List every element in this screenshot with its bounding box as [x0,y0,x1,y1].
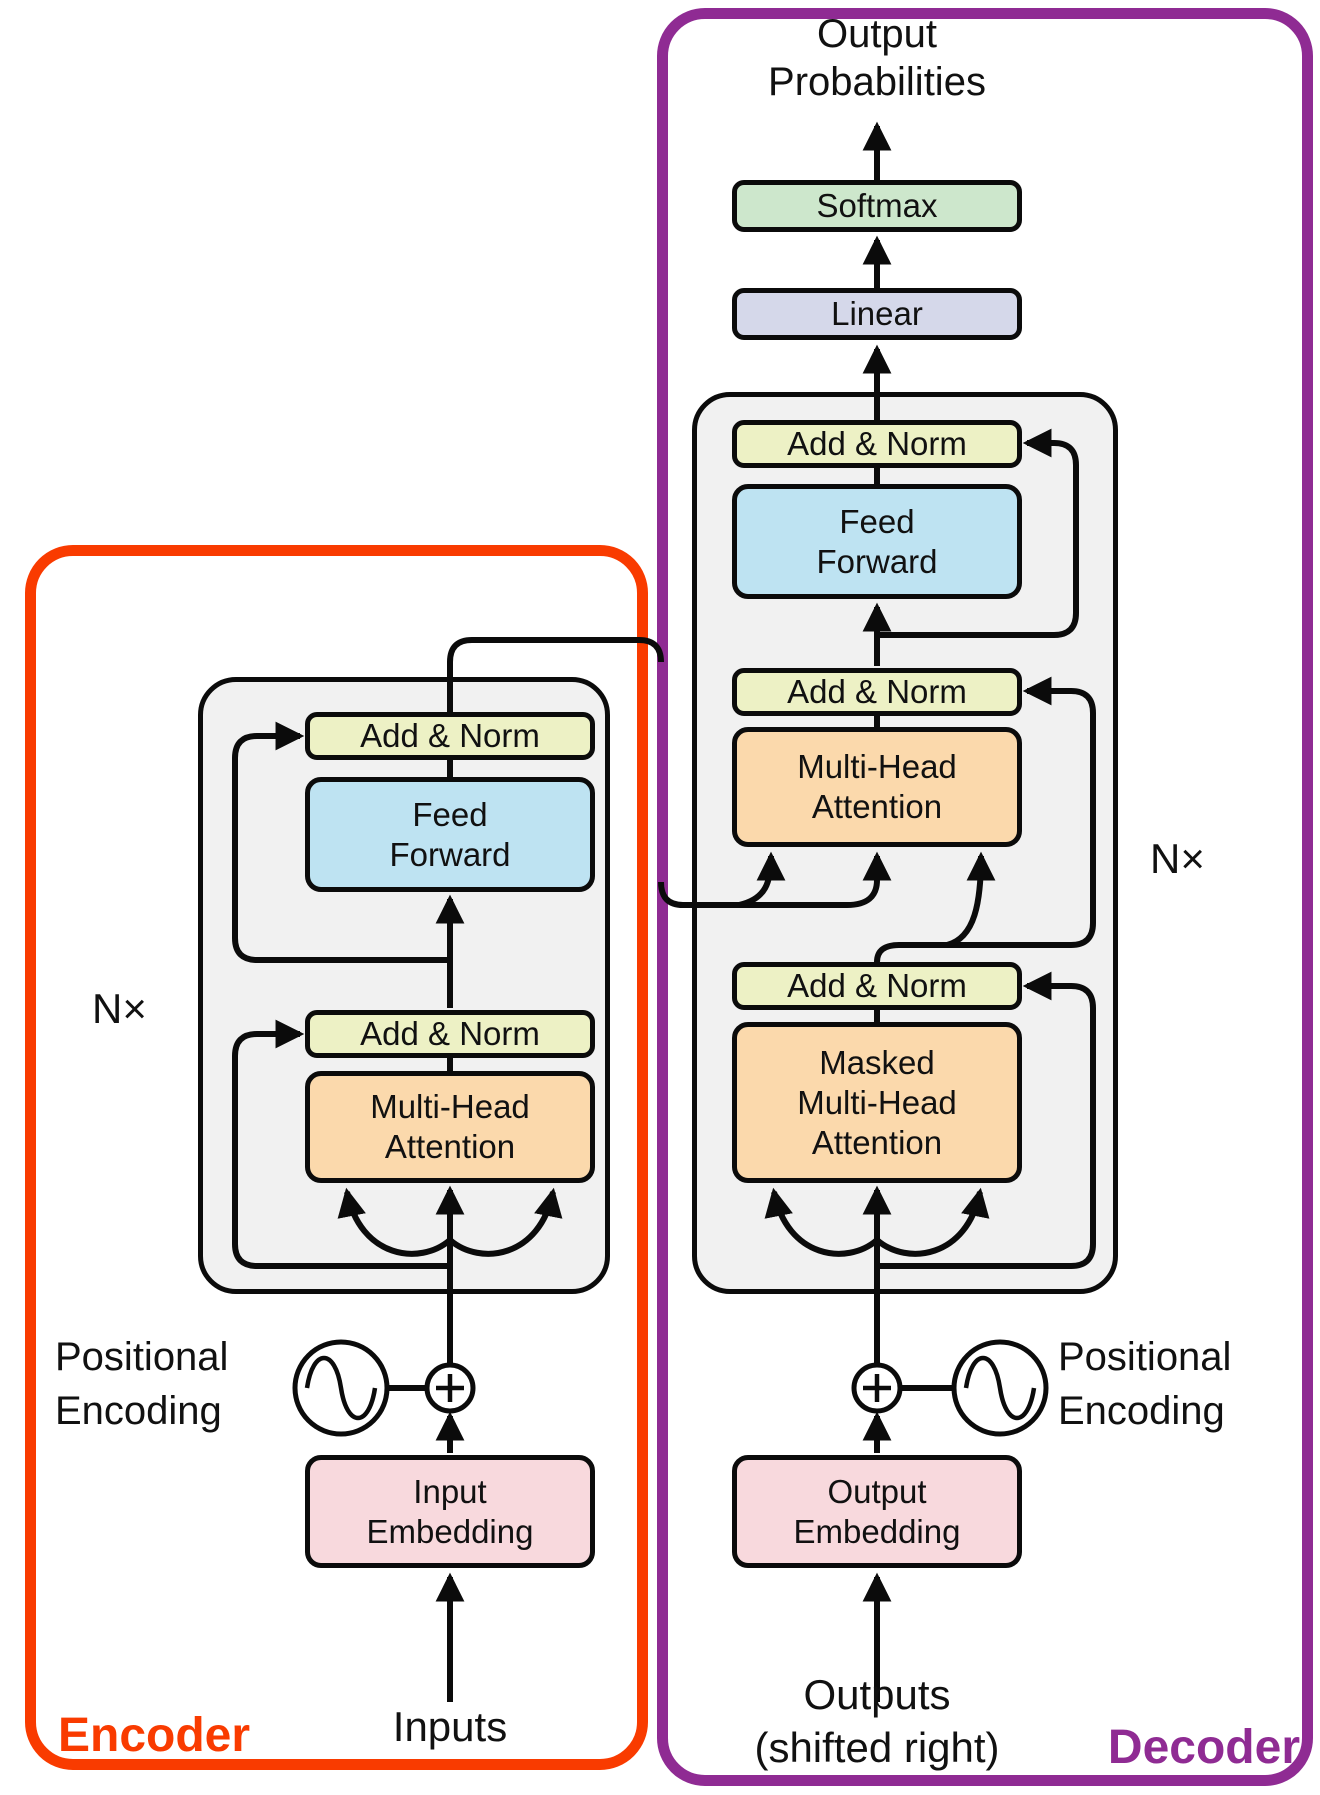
encoder-feed-forward-box: Feed Forward [305,777,595,892]
add-icon [851,1362,903,1414]
encoder-residual-ff [232,721,450,963]
box-label: Multi-Head [797,1083,957,1121]
decoder-add-norm-2-box: Add & Norm [732,668,1022,716]
box-label: Attention [811,1123,943,1161]
box-label: Add & Norm [787,967,967,1004]
decoder-query-arrow [946,851,996,948]
encoder-self-attn-left-arrow [337,1187,452,1257]
encoder-residual-attn [232,1019,450,1269]
decoder-residual-masked-attn [877,971,1096,1269]
masked-multi-head-attention-box: Masked Multi-Head Attention [732,1022,1022,1183]
box-label: Attention [384,1128,516,1165]
encoder-n-times-label: N× [92,985,147,1032]
box-label: Multi-Head [370,1088,530,1125]
output-probabilities-caption: Output Probabilities [677,10,1077,106]
box-label: Add & Norm [787,425,967,462]
encoder-multi-head-attention-box: Multi-Head Attention [305,1071,595,1183]
box-label: Forward [816,542,938,580]
decoder-add-norm-3-box: Add & Norm [732,420,1022,468]
encoder-label: Encoder [58,1709,251,1762]
output-embedding-box: Output Embedding [732,1455,1022,1568]
box-label: Embedding [793,1512,961,1550]
box-label: Add & Norm [360,1015,540,1052]
box-label: Forward [389,835,511,873]
decoder-add-norm-1-box: Add & Norm [732,962,1022,1010]
box-label: Softmax [816,187,938,224]
box-label: Feed [839,502,915,540]
box-label: Embedding [366,1512,534,1550]
encoder-add-norm-1-box: Add & Norm [305,1010,595,1058]
outputs-label: Outputs (shifted right) [754,1671,1000,1771]
positional-encoding-icon [900,1339,1049,1437]
decoder-label: Decoder [1107,1721,1300,1774]
box-label: Output [827,1472,927,1510]
inputs-label: Inputs [392,1703,508,1750]
box-label: Linear [831,295,923,332]
caption-line: Output [816,12,938,56]
box-label: Attention [811,788,943,825]
encoder-feed-value-arrow [738,851,786,908]
encoder-outline [25,545,648,1770]
input-embedding-box: Input Embedding [305,1455,595,1568]
box-label: Input [413,1472,487,1510]
encoder-output-line [447,637,664,712]
masked-attn-left-arrow [764,1187,879,1257]
box-label: Feed [412,795,488,833]
decoder-residual-ff [877,428,1079,638]
decoder-multi-head-attention-box: Multi-Head Attention [732,727,1022,847]
box-label: Add & Norm [787,673,967,710]
add-icon [424,1362,476,1414]
box-label: Multi-Head [797,748,957,785]
positional-encoding-icon [292,1339,427,1437]
encoder-feed-key-arrow [658,851,892,908]
encoder-add-norm-2-box: Add & Norm [305,712,595,760]
softmax-box: Softmax [732,180,1022,232]
encoder-positional-encoding-label: Positional Encoding [55,1335,229,1433]
caption-line: Probabilities [768,60,986,104]
decoder-positional-encoding-label: Positional Encoding [1058,1335,1232,1433]
linear-box: Linear [732,288,1022,340]
decoder-feed-forward-box: Feed Forward [732,484,1022,599]
box-label: Masked [819,1043,935,1081]
decoder-residual-cross-attn [874,676,1096,963]
encoder-self-attn-right-arrow [448,1187,563,1257]
masked-attn-right-arrow [875,1187,990,1257]
decoder-n-times-label: N× [1150,835,1205,882]
box-label: Add & Norm [360,717,540,754]
